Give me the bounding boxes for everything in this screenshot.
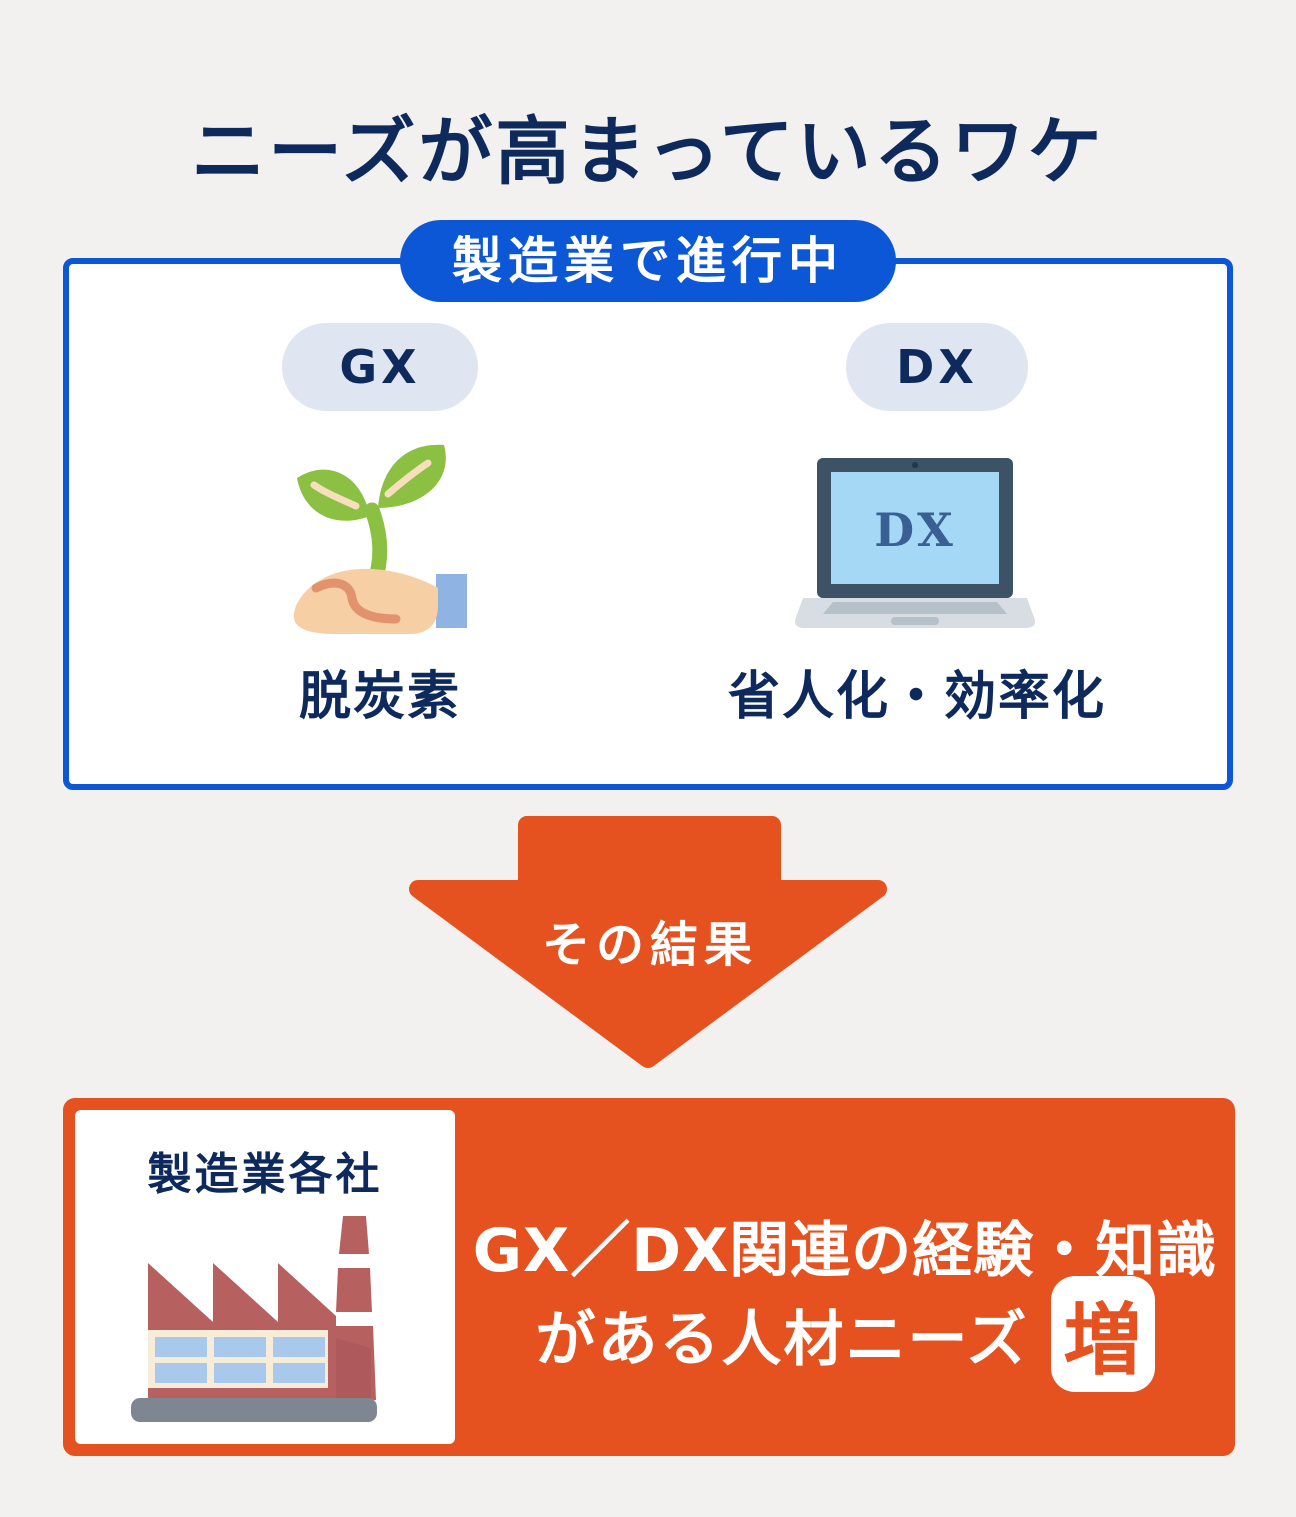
result-text-line1: GX／DX関連の経験・知識 xyxy=(472,1216,1218,1286)
dx-tag-pill: DX xyxy=(846,323,1028,411)
arrow-label: その結果 xyxy=(541,917,758,973)
dx-label: 省人化・効率化 xyxy=(727,667,1106,727)
down-arrow-icon xyxy=(409,816,887,1068)
result-box: 製造業各社 xyxy=(63,1098,1235,1456)
sprout-hand-icon xyxy=(288,436,468,640)
increase-badge: 増 xyxy=(1050,1276,1155,1392)
gx-tag-pill: GX xyxy=(282,323,478,411)
process-badge: 製造業で進行中 xyxy=(400,220,896,302)
result-text-line2-label: がある人材ニーズ xyxy=(535,1304,1029,1375)
manufacturers-label: 製造業各社 xyxy=(147,1149,383,1200)
laptop-icon: DX xyxy=(794,456,1036,640)
factory-icon xyxy=(123,1208,385,1428)
laptop-screen-text: DX xyxy=(874,503,956,557)
gx-label: 脱炭素 xyxy=(298,667,461,727)
manufacturers-panel: 製造業各社 xyxy=(75,1110,455,1444)
process-box: GX DX DX xyxy=(63,258,1233,790)
result-text-line2: がある人材ニーズ 増 xyxy=(455,1268,1235,1400)
page-title: ニーズが高まっているワケ xyxy=(191,108,1105,195)
result-arrow: その結果 xyxy=(400,813,900,1075)
